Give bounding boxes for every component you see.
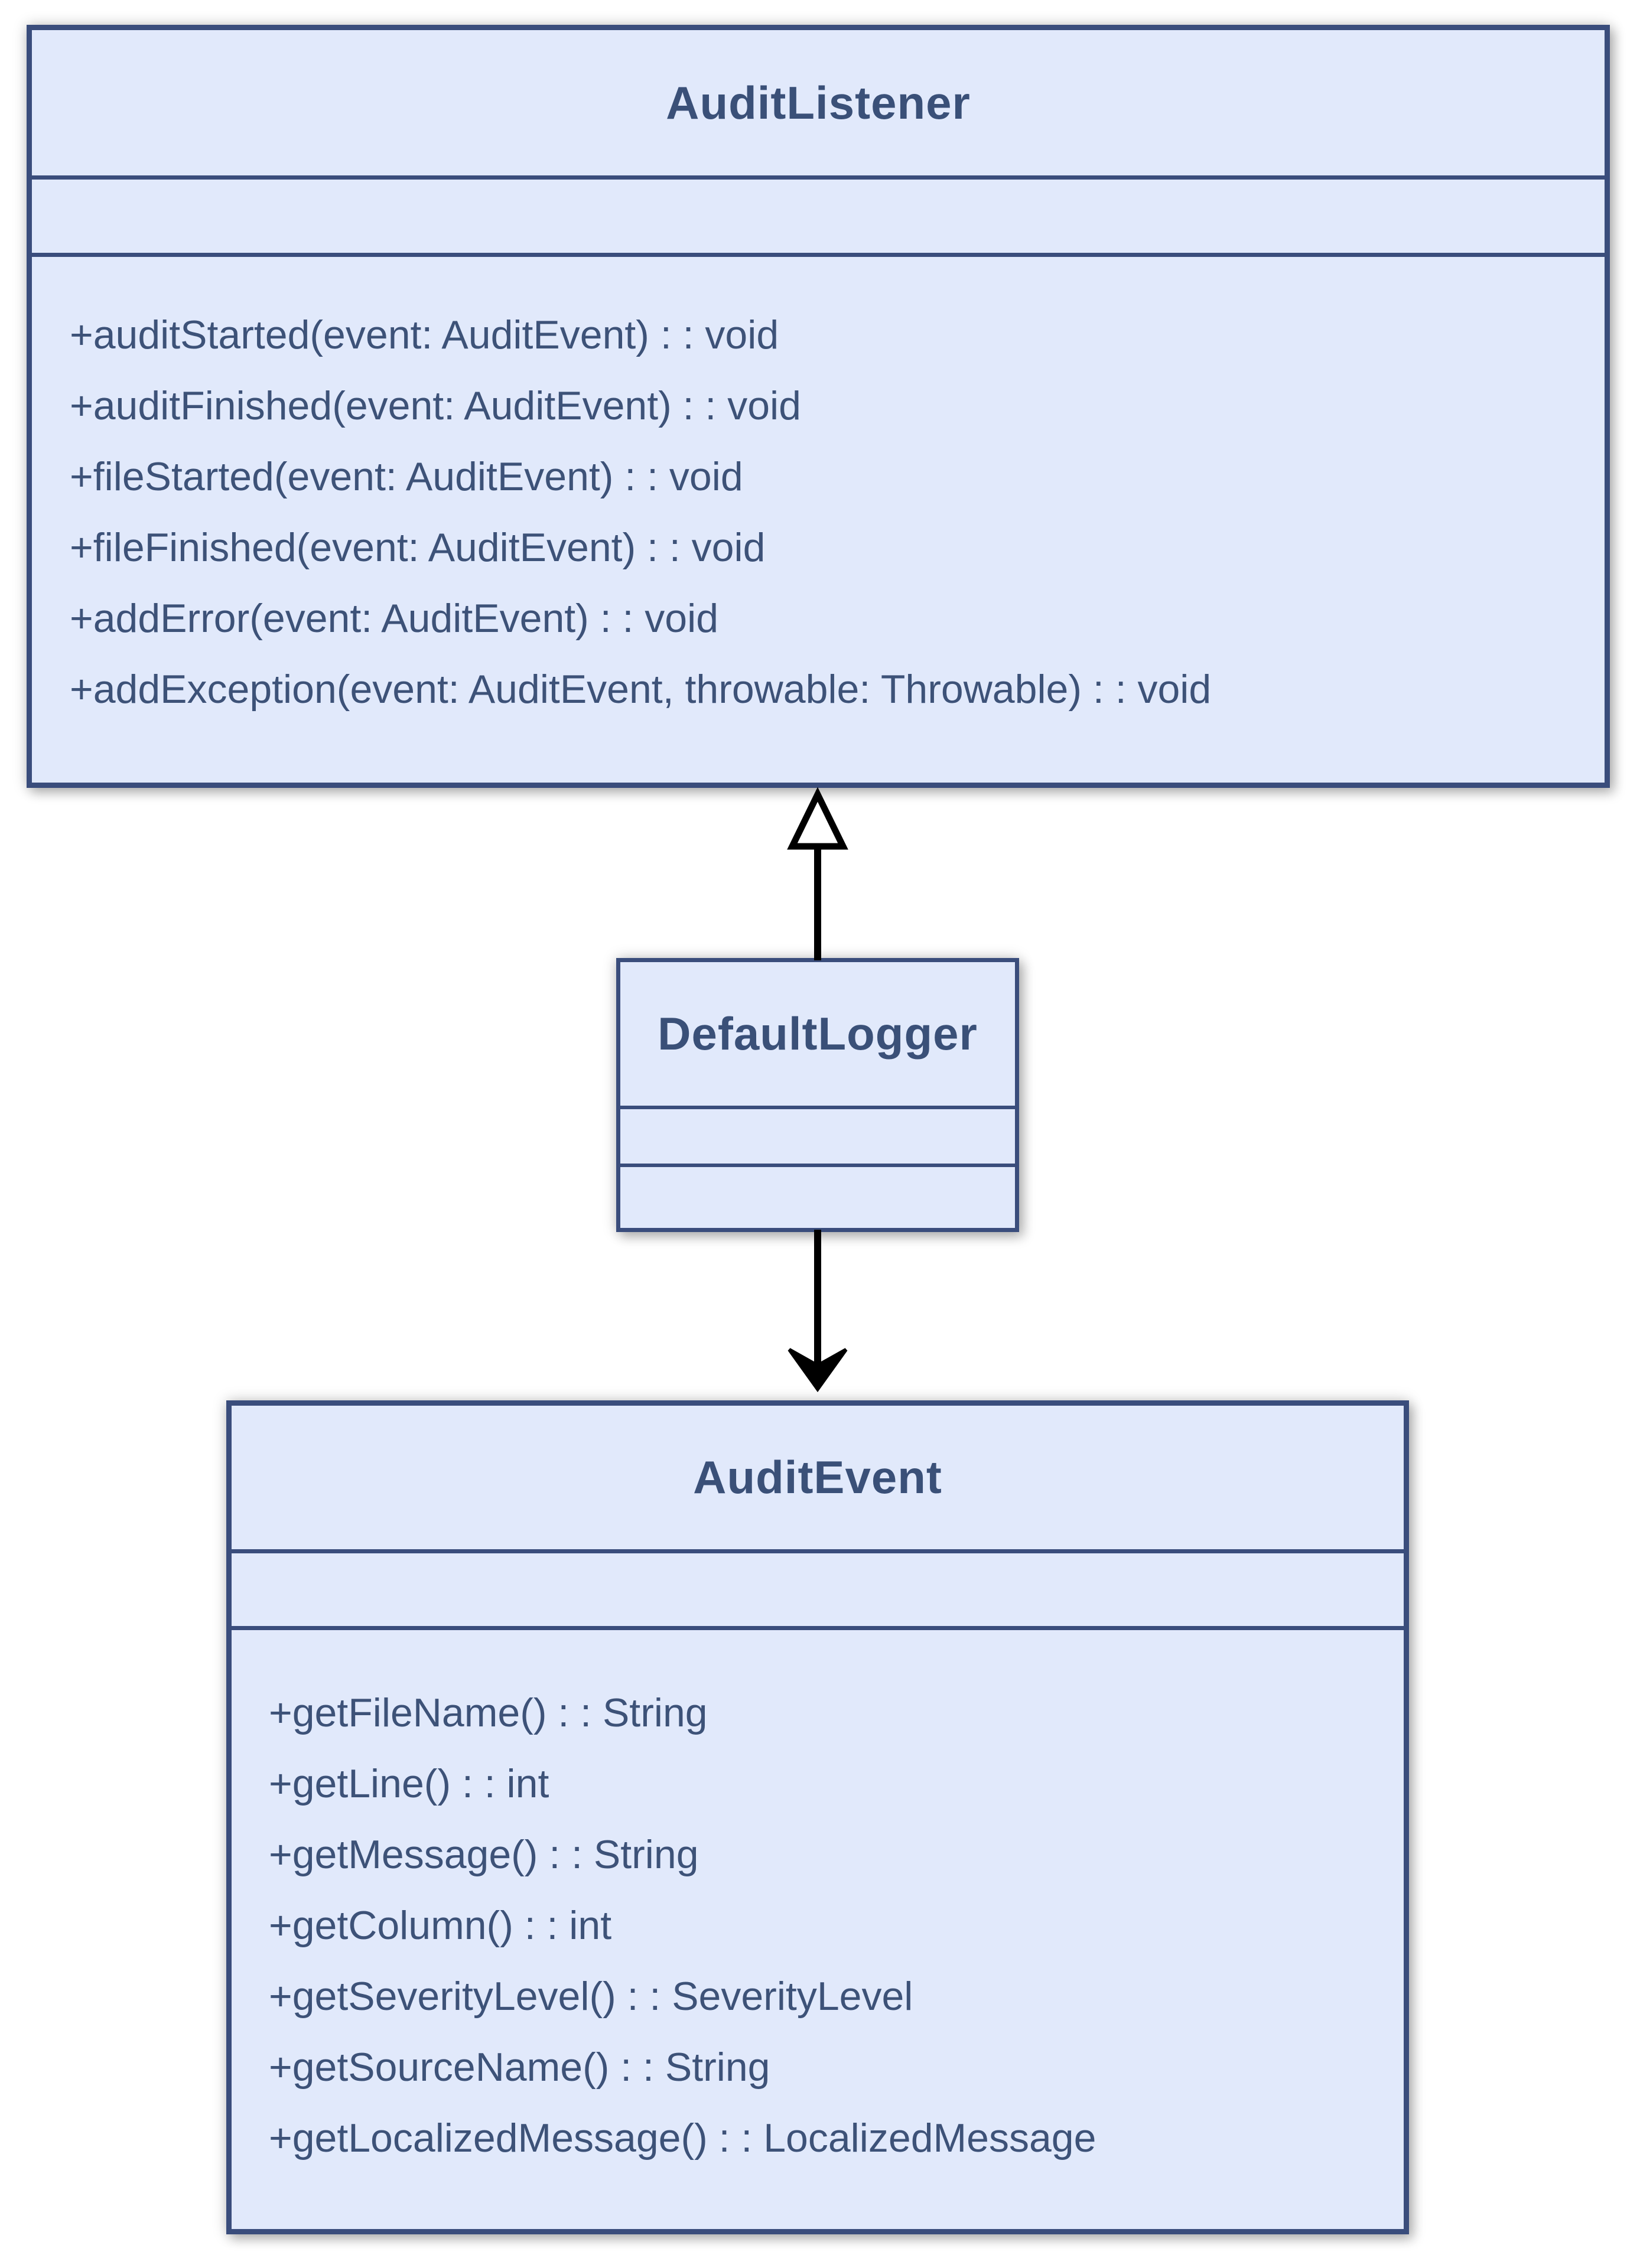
defaultlogger-class-name: DefaultLogger — [658, 1008, 978, 1060]
method-item: +getLine() : : int — [269, 1761, 549, 1806]
method-item: +addException(event: AuditEvent, throwab… — [70, 667, 1212, 712]
method-item: +getLocalizedMessage() : : LocalizedMess… — [269, 2116, 1096, 2161]
auditlistener-methods-compartment: +auditStarted(event: AuditEvent) : : voi… — [32, 257, 1605, 783]
auditlistener-title-compartment: AuditListener — [32, 30, 1605, 180]
defaultlogger-attributes-compartment — [620, 1109, 1015, 1167]
method-item: +fileFinished(event: AuditEvent) : : voi… — [70, 525, 766, 570]
method-item: +getFileName() : : String — [269, 1690, 708, 1735]
auditevent-methods-compartment: +getFileName() : : String +getLine() : : … — [232, 1630, 1404, 2229]
class-box-defaultlogger: DefaultLogger — [616, 958, 1019, 1232]
method-item: +auditStarted(event: AuditEvent) : : voi… — [70, 312, 779, 357]
method-item: +getSeverityLevel() : : SeverityLevel — [269, 1974, 913, 2019]
method-item: +auditFinished(event: AuditEvent) : : vo… — [70, 383, 801, 428]
auditevent-attributes-compartment — [232, 1553, 1404, 1630]
defaultlogger-methods-compartment — [620, 1167, 1015, 1228]
method-item: +getSourceName() : : String — [269, 2045, 770, 2090]
method-item: +fileStarted(event: AuditEvent) : : void — [70, 454, 743, 499]
filled-arrowhead-icon — [788, 1348, 848, 1393]
auditlistener-attributes-compartment — [32, 180, 1605, 257]
method-item: +getMessage() : : String — [269, 1832, 699, 1877]
class-box-auditlistener: AuditListener +auditStarted(event: Audit… — [27, 25, 1610, 788]
association-arrow — [788, 1230, 848, 1393]
class-box-auditevent: AuditEvent +getFileName() : : String+get… — [226, 1400, 1409, 2234]
defaultlogger-title-compartment: DefaultLogger — [620, 962, 1015, 1109]
auditevent-title-compartment: AuditEvent — [232, 1406, 1404, 1553]
method-item: +addError(event: AuditEvent) : : void — [70, 596, 719, 641]
method-item: +getColumn() : : int — [269, 1903, 612, 1948]
hollow-triangle-arrowhead-icon — [787, 787, 848, 850]
auditevent-class-name: AuditEvent — [693, 1451, 942, 1503]
generalization-arrow — [787, 787, 848, 960]
auditlistener-class-name: AuditListener — [666, 76, 971, 129]
